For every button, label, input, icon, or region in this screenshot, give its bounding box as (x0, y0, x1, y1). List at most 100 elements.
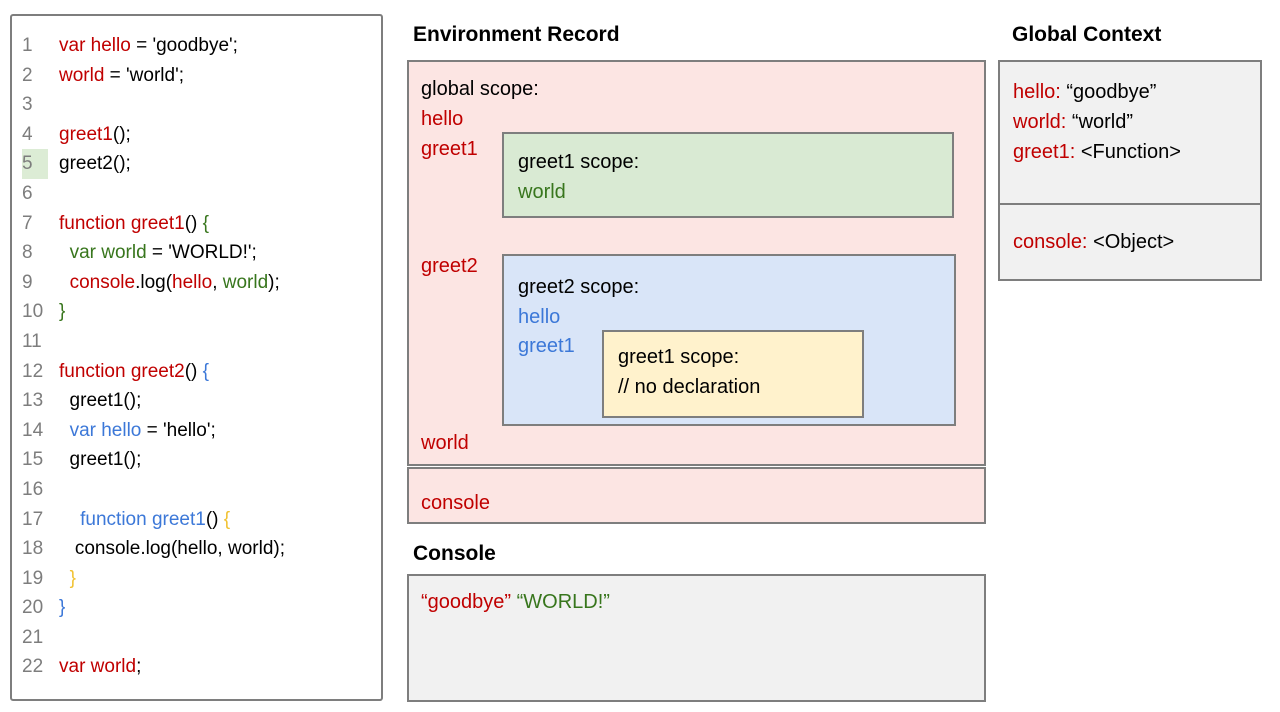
entry-value: <Object> (1093, 231, 1175, 253)
code-segment: = 'world'; (104, 64, 184, 86)
code-line: 22 var world; (12, 652, 381, 682)
code-line: 17 function greet1() { (12, 505, 381, 535)
environment-record-title: Environment Record (413, 23, 620, 46)
line-number: 11 (22, 330, 42, 352)
line-number: 4 (22, 123, 33, 145)
line-number: 21 (22, 626, 44, 648)
code-segment: , (212, 271, 223, 293)
line-number: 15 (22, 449, 44, 471)
code-segment: console.log(hello, world); (59, 538, 285, 560)
code-text: console.log(hello, world); (59, 272, 280, 293)
code-line: 9 console.log(hello, world); (12, 268, 381, 298)
code-segment: var hello (59, 35, 131, 56)
inner-greet1-scope-comment: // no declaration (618, 376, 761, 398)
line-number: 2 (22, 64, 33, 86)
code-text: var hello = 'hello'; (59, 420, 216, 441)
code-line: 21 (12, 623, 381, 653)
entry-value: <Function> (1080, 141, 1181, 163)
code-segment: { (202, 212, 209, 234)
code-text: greet1(); (59, 449, 142, 471)
code-segment: } (59, 301, 66, 323)
code-line: 5 greet2(); (12, 149, 381, 179)
global-context-box: hello: “goodbye” world: “world” greet1: … (998, 60, 1262, 205)
line-number: 17 (22, 508, 44, 530)
global-context-entry-greet1: greet1: <Function> (1013, 137, 1247, 167)
code-text: var world = 'WORLD!'; (59, 242, 257, 263)
code-segment: = 'hello'; (141, 419, 216, 441)
env-var-world: world (421, 432, 469, 454)
entry-name: world: (1013, 111, 1067, 133)
env-var-greet2: greet2 (421, 255, 478, 277)
code-segment: { (223, 508, 231, 530)
line-number: 7 (22, 212, 33, 234)
line-number: 19 (22, 567, 44, 589)
console-var-box: console (407, 467, 986, 524)
code-text: world = 'world'; (59, 65, 184, 86)
code-segment: greet1 (59, 123, 113, 145)
line-number: 18 (22, 538, 44, 560)
code-line: 20} (12, 593, 381, 623)
line-number: 14 (22, 419, 44, 441)
code-segment: “goodbye” (421, 591, 512, 613)
code-line: 19 } (12, 564, 381, 594)
code-segment: = 'WORLD!'; (146, 242, 257, 264)
line-number: 13 (22, 390, 44, 412)
code-segment: var hello (69, 419, 142, 441)
code-segment: function greet1 (59, 212, 185, 234)
global-context-entry-console: console: <Object> (1013, 227, 1247, 257)
code-text: } (59, 597, 65, 618)
code-text: greet1(); (59, 390, 142, 411)
code-segment: function greet2 (59, 360, 185, 382)
global-context-console-box: console: <Object> (998, 203, 1262, 281)
code-segment: (); (112, 123, 131, 145)
global-context-entry-world: world: “world” (1013, 107, 1247, 137)
code-line: 18 console.log(hello, world); (12, 534, 381, 564)
code-segment: function greet1 (80, 508, 206, 530)
code-segment: .log( (135, 271, 173, 293)
global-context-entry-hello: hello: “goodbye” (1013, 77, 1247, 107)
entry-value: “goodbye” (1066, 81, 1157, 103)
code-segment: = 'goodbye'; (130, 35, 238, 56)
code-segment: world (59, 64, 105, 86)
code-segment (59, 272, 70, 293)
entry-name: hello: (1013, 81, 1061, 103)
code-text: function greet1() { (59, 509, 230, 530)
entry-name: console: (1013, 231, 1088, 253)
code-segment: var world (59, 656, 137, 678)
code-text: function greet2() { (59, 361, 209, 382)
code-segment: greet2(); (59, 153, 131, 175)
code-segment: greet1(); (59, 449, 142, 471)
greet2-scope-var-greet1: greet1 (518, 335, 575, 357)
code-text: } (59, 568, 76, 589)
code-segment: ; (136, 656, 142, 678)
code-segment: () (205, 508, 224, 530)
code-line: 15 greet1(); (12, 445, 381, 475)
line-number: 22 (22, 656, 44, 678)
line-number-highlighted: 5 (22, 149, 48, 179)
code-line: 1 var hello = 'goodbye'; (12, 31, 381, 61)
line-number: 20 (22, 597, 44, 619)
code-segment: ); (268, 271, 280, 293)
console-output-box: “goodbye” “WORLD!” (407, 574, 986, 702)
greet1-scope-var-world: world (518, 181, 566, 203)
code-segment: () (184, 212, 203, 234)
greet1-scope-box: greet1 scope: world (502, 132, 954, 218)
code-text: function greet1() { (59, 213, 209, 234)
line-number: 16 (22, 478, 44, 500)
line-number: 3 (22, 94, 33, 116)
env-var-hello: hello (421, 108, 464, 130)
code-segment: hello (172, 271, 213, 293)
inner-greet1-scope-box: greet1 scope: // no declaration (602, 330, 864, 418)
global-scope-box: global scope: hello greet1 greet1 scope:… (407, 60, 986, 466)
code-line: 4 greet1(); (12, 120, 381, 150)
line-number: 1 (22, 35, 33, 56)
code-text: var world; (59, 656, 141, 677)
line-number: 9 (22, 271, 33, 293)
code-text: } (59, 301, 65, 322)
code-text: greet1(); (59, 124, 131, 145)
code-line: 7 function greet1() { (12, 209, 381, 239)
code-text: var hello = 'goodbye'; (59, 35, 238, 56)
code-text: console.log(hello, world); (59, 538, 285, 559)
entry-name: greet1: (1013, 141, 1076, 163)
